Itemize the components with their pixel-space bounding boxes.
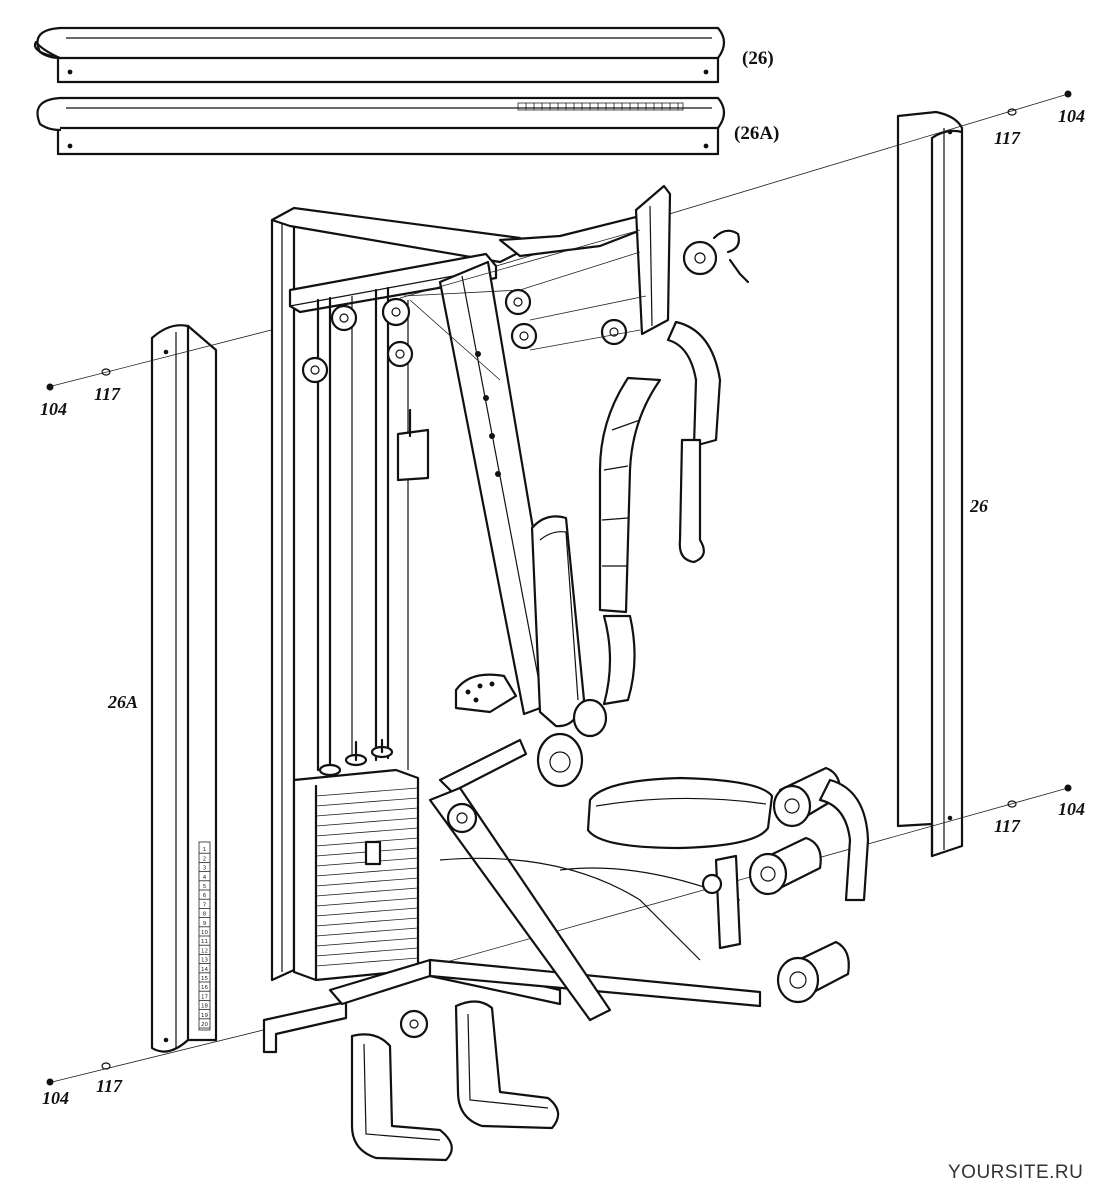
label-bolt-bottom-left: 104 (42, 1088, 69, 1108)
label-shroud-26a: 26A (107, 692, 138, 712)
weight-plate-number: 6 (203, 893, 207, 899)
weight-plate-number: 2 (203, 856, 207, 862)
weight-plate-number: 3 (203, 866, 207, 872)
seat-back-pad (530, 515, 586, 728)
weight-plate-number: 20 (201, 1022, 208, 1028)
roller-pad (748, 836, 822, 896)
bolt-104-icon (46, 1078, 54, 1086)
weight-plate-number: 19 (201, 1013, 208, 1019)
label-bolt-bottom-right: 104 (1058, 799, 1085, 819)
weight-plate-number: 8 (203, 912, 207, 918)
roller-pad (776, 940, 850, 1004)
weight-plate-number: 5 (203, 884, 207, 890)
label-bolt-top-right: 104 (1058, 106, 1085, 126)
label-top-cover-26a: (26A) (734, 123, 779, 144)
weight-plate-number: 1 (203, 847, 207, 853)
foot-plate-right (454, 1000, 560, 1130)
side-shroud-26 (896, 110, 964, 858)
press-arm (598, 320, 722, 706)
machine-frame (270, 184, 750, 982)
seat-adjust-plate (454, 673, 518, 714)
top-cover-26 (33, 26, 726, 84)
label-shroud-26: 26 (969, 496, 988, 516)
roller-pad (536, 732, 584, 788)
washer-117-icon (1007, 108, 1017, 116)
washer-117-icon (1007, 800, 1017, 808)
weight-plate-number: 7 (203, 902, 207, 908)
bolt-104-icon (46, 383, 54, 391)
washer-117-icon (101, 368, 111, 376)
weight-plate-number: 13 (201, 958, 208, 964)
washer-117-icon (101, 1062, 111, 1070)
weight-stack (292, 738, 420, 982)
roller-pad (772, 766, 842, 828)
foot-plate-left (350, 1033, 453, 1162)
label-washer-bottom-left: 117 (96, 1076, 123, 1096)
bolt-104-icon (1064, 90, 1072, 98)
weight-plate-number: 14 (201, 967, 208, 973)
label-washer-top-left: 117 (94, 384, 121, 404)
seat-pad (586, 776, 774, 850)
weight-plate-number: 16 (201, 985, 208, 991)
base-frame (262, 738, 762, 1054)
weight-plate-number: 9 (203, 921, 207, 927)
decal-strip (517, 102, 684, 111)
leg-extension-arm (701, 778, 870, 950)
label-washer-top-right: 117 (994, 128, 1021, 148)
label-washer-bottom-right: 117 (994, 816, 1021, 836)
weight-plate-number: 12 (201, 948, 208, 954)
weight-plate-number: 15 (201, 976, 208, 982)
weight-plate-number: 10 (201, 930, 208, 936)
label-bolt-top-left: 104 (40, 399, 67, 419)
weight-plate-number: 11 (201, 939, 208, 945)
weight-plate-number: 17 (201, 994, 208, 1000)
roller-pad (572, 698, 608, 738)
weight-plate-number: 18 (201, 1004, 208, 1010)
label-top-cover-26: (26) (742, 48, 774, 69)
top-cover-26a (36, 96, 726, 156)
watermark: YOURSITE.RU (948, 1162, 1083, 1183)
weight-plate-number: 4 (203, 875, 207, 881)
bolt-104-icon (1064, 784, 1072, 792)
